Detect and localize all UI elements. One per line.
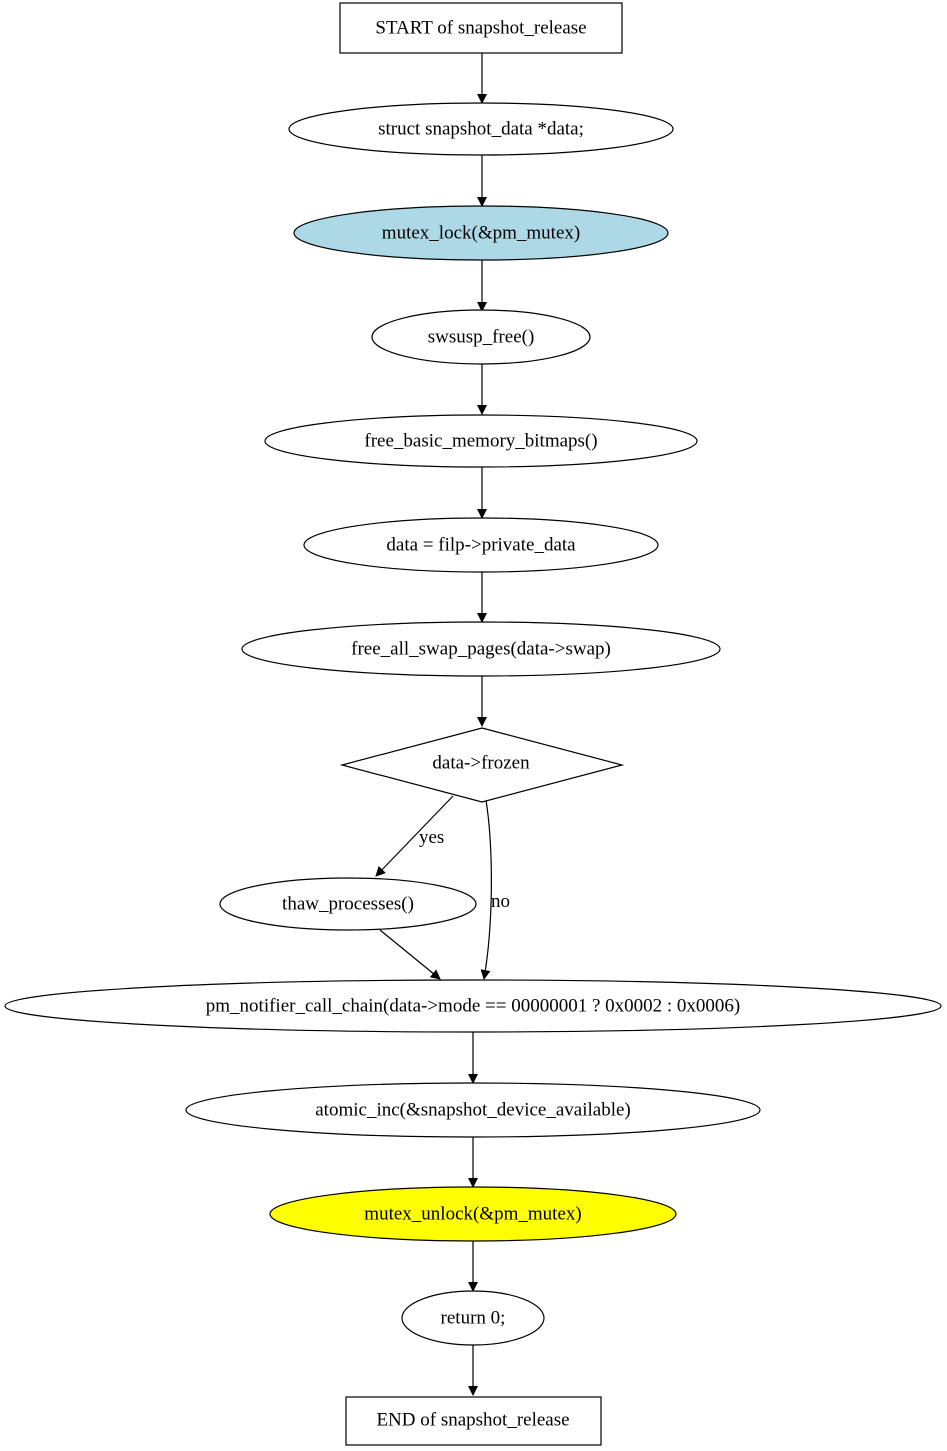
node-decl-label: struct snapshot_data *data; (378, 119, 584, 140)
node-swsusp-label: swsusp_free() (428, 327, 535, 348)
node-thaw: thaw_processes() (219, 877, 477, 931)
node-decl: struct snapshot_data *data; (288, 102, 674, 156)
node-atomic-label: atomic_inc(&snapshot_device_available) (315, 1100, 631, 1121)
node-end: END of snapshot_release (345, 1396, 602, 1446)
edge-label-yes: yes (419, 827, 444, 848)
node-unlock-shape (269, 1186, 677, 1242)
node-lock-shape (293, 205, 669, 261)
edge-thaw-notifier (379, 929, 441, 980)
edge-frozen-thaw (375, 795, 454, 877)
node-unlock-label: mutex_unlock(&pm_mutex) (364, 1204, 581, 1225)
node-unlock: mutex_unlock(&pm_mutex) (269, 1186, 677, 1242)
node-frozen-decision: data->frozen (339, 727, 625, 803)
edges: yes no (375, 53, 510, 1396)
node-start: START of snapshot_release (339, 2, 623, 54)
node-lock: mutex_lock(&pm_mutex) (293, 205, 669, 261)
node-free-bitmaps-label: free_basic_memory_bitmaps() (364, 431, 597, 452)
node-swsusp: swsusp_free() (371, 309, 591, 365)
node-assign: data = filp->private_data (303, 517, 659, 573)
node-thaw-label: thaw_processes() (282, 894, 414, 915)
node-return: return 0; (401, 1290, 545, 1346)
nodes: START of snapshot_release struct snapsho… (4, 2, 942, 1446)
node-free-swap-label: free_all_swap_pages(data->swap) (351, 639, 611, 660)
node-free-bitmaps: free_basic_memory_bitmaps() (264, 414, 698, 468)
node-assign-label: data = filp->private_data (386, 535, 576, 556)
node-notifier-label: pm_notifier_call_chain(data->mode == 000… (206, 996, 740, 1017)
node-end-label: END of snapshot_release (376, 1410, 569, 1431)
node-start-label: START of snapshot_release (375, 18, 586, 39)
edge-label-no: no (491, 891, 510, 912)
node-notifier: pm_notifier_call_chain(data->mode == 000… (4, 979, 942, 1033)
node-return-label: return 0; (441, 1308, 506, 1329)
node-atomic: atomic_inc(&snapshot_device_available) (185, 1082, 761, 1138)
node-lock-label: mutex_lock(&pm_mutex) (382, 223, 580, 244)
node-free-swap: free_all_swap_pages(data->swap) (241, 621, 721, 677)
edge-frozen-notifier (480, 799, 492, 980)
node-frozen-label: data->frozen (432, 753, 530, 774)
